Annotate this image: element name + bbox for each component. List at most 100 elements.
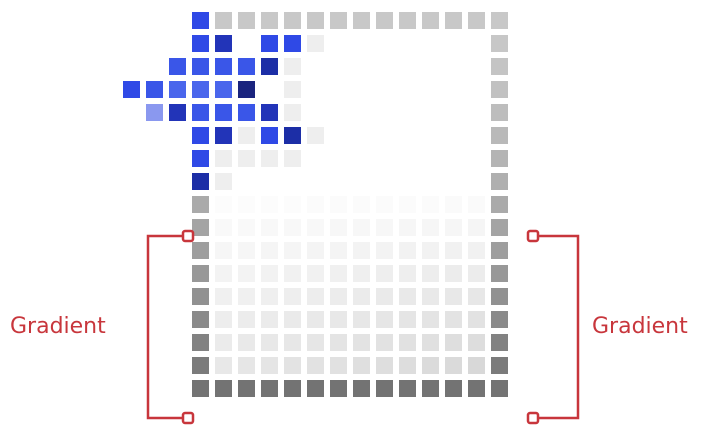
interior-pixel [330,311,347,328]
interior-pixel [445,58,462,75]
interior-pixel [445,288,462,305]
border-pixel [192,334,209,351]
border-pixel [261,12,278,29]
interior-pixel [238,242,255,259]
interior-pixel [284,334,301,351]
interior-pixel [261,288,278,305]
interior-pixel [284,219,301,236]
interior-pixel [422,288,439,305]
border-pixel [215,12,232,29]
interior-pixel [353,334,370,351]
interior-pixel [422,58,439,75]
interior-pixel [353,311,370,328]
interior-pixel [238,311,255,328]
interior-pixel [376,104,393,121]
border-pixel [353,12,370,29]
border-pixel [491,196,508,213]
interior-pixel [261,81,278,98]
cursor-pixel [284,35,301,52]
interior-pixel [445,127,462,144]
border-pixel [238,380,255,397]
cursor-pixel [192,127,209,144]
left-gradient-bracket [148,236,188,418]
faint-pixel [238,150,255,167]
cursor-pixel [192,12,209,29]
interior-pixel [353,265,370,282]
border-pixel [491,58,508,75]
interior-pixel [376,334,393,351]
border-pixel [399,12,416,29]
interior-pixel [238,334,255,351]
interior-pixel [376,311,393,328]
interior-pixel [261,311,278,328]
border-pixel [192,380,209,397]
interior-pixel [307,334,324,351]
interior-pixel [330,196,347,213]
interior-pixel [468,311,485,328]
interior-pixel [261,173,278,190]
interior-pixel [330,242,347,259]
interior-pixel [307,196,324,213]
interior-pixel [215,288,232,305]
cursor-pixel [215,35,232,52]
interior-pixel [422,173,439,190]
interior-pixel [422,311,439,328]
border-pixel [192,311,209,328]
interior-pixel [307,288,324,305]
cursor-pixel [261,35,278,52]
border-pixel [491,242,508,259]
border-pixel [307,380,324,397]
interior-pixel [284,357,301,374]
interior-pixel [399,311,416,328]
interior-pixel [307,58,324,75]
border-pixel [468,380,485,397]
border-pixel [284,380,301,397]
cursor-pixel [192,104,209,121]
interior-pixel [215,357,232,374]
interior-pixel [353,288,370,305]
border-pixel [376,12,393,29]
border-pixel [192,219,209,236]
cursor-pixel [238,58,255,75]
border-pixel [491,127,508,144]
interior-pixel [445,173,462,190]
faint-pixel [215,150,232,167]
border-pixel [215,380,232,397]
border-pixel [376,380,393,397]
interior-pixel [284,311,301,328]
cursor-pixel [169,104,186,121]
interior-pixel [307,173,324,190]
interior-pixel [238,288,255,305]
cursor-pixel [192,81,209,98]
cursor-pixel [146,81,163,98]
cursor-pixel [261,104,278,121]
interior-pixel [468,334,485,351]
interior-pixel [399,242,416,259]
interior-pixel [422,219,439,236]
interior-pixel [399,173,416,190]
border-pixel [330,380,347,397]
interior-pixel [307,311,324,328]
interior-pixel [399,58,416,75]
interior-pixel [330,127,347,144]
interior-pixel [330,173,347,190]
interior-pixel [215,242,232,259]
interior-pixel [399,35,416,52]
interior-pixel [422,81,439,98]
faint-pixel [284,58,301,75]
interior-pixel [376,35,393,52]
interior-pixel [238,173,255,190]
cursor-pixel [169,58,186,75]
interior-pixel [284,242,301,259]
interior-pixel [445,104,462,121]
interior-pixel [376,127,393,144]
interior-pixel [330,35,347,52]
cursor-pixel [261,127,278,144]
cursor-pixel [192,58,209,75]
interior-pixel [376,58,393,75]
border-pixel [491,311,508,328]
interior-pixel [422,196,439,213]
interior-pixel [376,219,393,236]
border-pixel [422,12,439,29]
interior-pixel [376,173,393,190]
